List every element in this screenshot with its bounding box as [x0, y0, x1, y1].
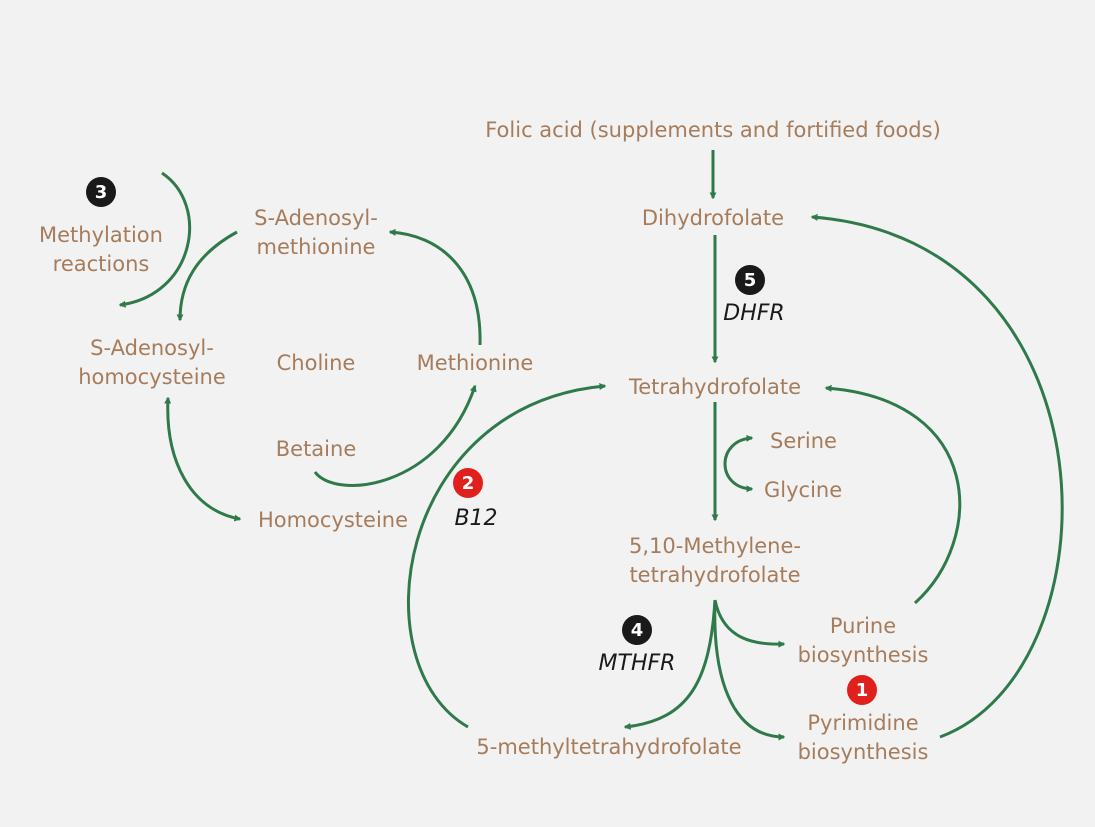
badge-2-number: 2: [462, 473, 475, 494]
enzyme-labels: DHFR B12 MTHFR: [454, 301, 784, 676]
arrow-sam-to-sah: [176, 230, 238, 322]
arrow-betaine-to-methionine: [313, 384, 477, 487]
node-methionine: Methionine: [417, 351, 534, 375]
node-folic-acid: Folic acid (supplements and fortified fo…: [485, 118, 941, 142]
node-pyrimidine-line1: Pyrimidine: [807, 711, 918, 735]
arrow-methylene-to-pyrimidine: [713, 599, 786, 741]
node-purine-line1: Purine: [830, 614, 896, 638]
enzyme-dhfr: DHFR: [723, 301, 784, 326]
enzyme-b12: B12: [454, 506, 497, 531]
badge-5-number: 5: [744, 270, 757, 291]
arrow-methyl-thf-to-thf: [406, 383, 607, 729]
node-sam-line2: methionine: [257, 235, 376, 259]
node-methylene-thf-line1: 5,10-Methylene-: [629, 534, 801, 558]
badge-2: 2: [453, 468, 483, 498]
badge-1-circle: [847, 675, 877, 705]
badge-1-number: 1: [856, 680, 869, 701]
node-methylation-line2: reactions: [53, 252, 150, 276]
node-serine: Serine: [770, 429, 837, 453]
node-homocysteine: Homocysteine: [258, 508, 408, 532]
badge-3-circle: [86, 177, 116, 207]
arrow-pyrimidine-to-dihydrofolate: [810, 213, 1064, 739]
node-sam-line1: S-Adenosyl-: [254, 206, 378, 230]
node-methylation-line1: Methylation: [39, 223, 163, 247]
node-purine-line2: biosynthesis: [798, 643, 929, 667]
arrow-methionine-to-sam: [388, 228, 482, 346]
node-methylene-thf-line2: tetrahydrofolate: [629, 563, 800, 587]
enzyme-mthfr: MTHFR: [599, 651, 676, 676]
arrow-purine-to-thf: [824, 384, 962, 605]
arrow-methylene-to-methyl-thf: [623, 599, 717, 730]
arrow-sah-homocysteine: [164, 396, 242, 522]
badge-4: 4: [622, 615, 652, 645]
node-sah-line1: S-Adenosyl-: [90, 336, 214, 360]
badge-4-circle: [622, 615, 652, 645]
node-pyrimidine-line2: biosynthesis: [798, 740, 929, 764]
arrow-serine-glycine: [723, 434, 754, 493]
arrows: [118, 150, 1064, 741]
badge-3: 3: [86, 177, 116, 207]
node-betaine: Betaine: [276, 437, 357, 461]
arrow-to-methylation-reactions: [118, 171, 192, 308]
node-choline: Choline: [277, 351, 356, 375]
node-dihydrofolate: Dihydrofolate: [642, 206, 784, 230]
badge-3-number: 3: [95, 182, 108, 203]
node-tetrahydrofolate: Tetrahydrofolate: [628, 375, 801, 399]
badge-2-circle: [453, 468, 483, 498]
node-labels: Folic acid (supplements and fortified fo…: [39, 118, 941, 764]
arrow-methylene-to-purine: [713, 599, 786, 648]
badges: 1 2 3 4 5: [86, 177, 877, 705]
badge-5-circle: [735, 265, 765, 295]
badge-1: 1: [847, 675, 877, 705]
node-glycine: Glycine: [764, 478, 842, 502]
badge-4-number: 4: [631, 620, 644, 641]
node-methyl-thf: 5-methyltetrahydrofolate: [476, 735, 741, 759]
badge-5: 5: [735, 265, 765, 295]
node-sah-line2: homocysteine: [78, 365, 226, 389]
